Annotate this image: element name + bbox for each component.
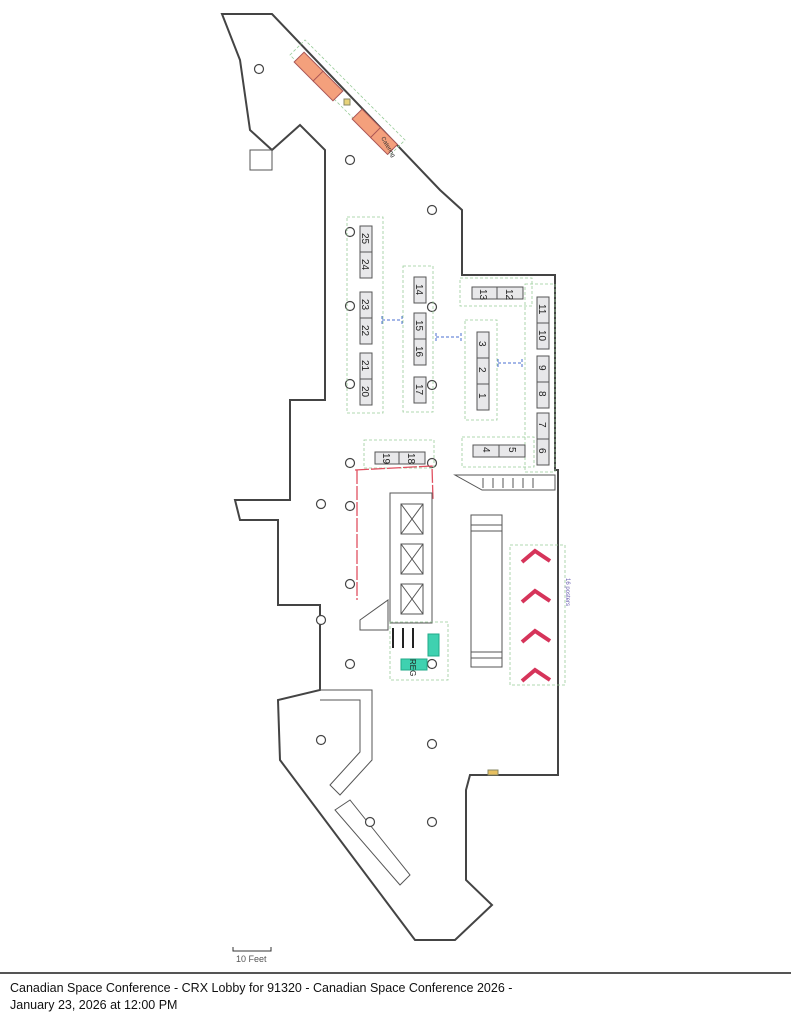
ramp (334, 799, 411, 886)
table-14: 14 (413, 276, 427, 304)
table-4: 4 (472, 444, 500, 458)
poster-boards (509, 544, 566, 686)
table-2: 2 (476, 357, 490, 385)
svg-text:12: 12 (503, 289, 514, 301)
door-marker (487, 769, 499, 776)
svg-text:7: 7 (536, 422, 547, 428)
center-display (470, 514, 503, 668)
table-6: 6 (536, 438, 550, 466)
posters-label: 16 posters (564, 578, 570, 606)
svg-text:21: 21 (359, 360, 370, 372)
table-8: 8 (536, 381, 550, 409)
elevator-core (359, 492, 433, 648)
svg-text:20: 20 (359, 386, 370, 398)
svg-text:24: 24 (359, 259, 370, 271)
footer-line-1: Canadian Space Conference - CRX Lobby fo… (10, 981, 513, 995)
table-16: 16 (413, 338, 427, 366)
footer-line-2: January 23, 2026 at 12:00 PM (10, 998, 178, 1012)
table-5: 5 (498, 444, 526, 458)
table-12: 12 (496, 286, 524, 301)
table-24: 24 (359, 251, 373, 279)
svg-text:23: 23 (359, 299, 370, 311)
floor-plan: Catering 25 24 23 22 21 20 14 15 16 17 3… (220, 13, 570, 952)
table-11: 11 (536, 296, 550, 324)
table-23: 23 (359, 291, 373, 319)
scale-label: 10 Feet (236, 954, 267, 964)
stanchion-line (354, 465, 434, 600)
svg-text:2: 2 (476, 367, 487, 373)
svg-text:19: 19 (380, 453, 391, 465)
table-20: 20 (359, 378, 373, 406)
svg-text:13: 13 (477, 289, 488, 301)
table-10: 10 (536, 322, 550, 350)
dimension-markers (381, 316, 523, 367)
svg-text:9: 9 (536, 365, 547, 371)
svg-text:11: 11 (536, 304, 547, 315)
table-9: 9 (536, 355, 550, 383)
svg-text:5: 5 (506, 447, 517, 453)
footer-caption: Canadian Space Conference - CRX Lobby fo… (10, 980, 570, 1014)
svg-text:4: 4 (480, 447, 491, 453)
columns (253, 63, 438, 828)
table-zones (346, 216, 556, 473)
outer-wall (220, 13, 559, 941)
table-21: 21 (359, 352, 373, 380)
scale-bar (232, 947, 272, 952)
svg-text:22: 22 (359, 325, 370, 337)
stair-left (249, 149, 373, 796)
catering-area: Catering (289, 39, 406, 159)
table-7: 7 (536, 412, 550, 440)
svg-text:8: 8 (536, 391, 547, 397)
table-1: 1 (476, 383, 490, 411)
svg-text:17: 17 (413, 384, 424, 396)
table-17: 17 (413, 376, 427, 404)
table-22: 22 (359, 317, 373, 345)
exhibit-tables: 25 24 23 22 21 20 14 15 16 17 3 2 1 11 1… (359, 225, 550, 466)
svg-text:14: 14 (413, 284, 424, 296)
table-13: 13 (471, 286, 498, 301)
svg-text:25: 25 (359, 233, 370, 245)
table-19: 19 (374, 451, 400, 465)
svg-text:1: 1 (476, 393, 487, 399)
table-3: 3 (476, 331, 490, 359)
table-25: 25 (359, 225, 373, 253)
svg-text:18: 18 (405, 453, 416, 465)
registration-label: REG (408, 659, 417, 676)
inner-wall (453, 474, 556, 491)
table-18: 18 (398, 451, 426, 465)
svg-text:10: 10 (536, 330, 547, 342)
table-15: 15 (413, 312, 427, 340)
svg-text:6: 6 (536, 448, 547, 454)
svg-text:16: 16 (413, 346, 424, 358)
svg-text:15: 15 (413, 320, 424, 332)
svg-text:3: 3 (476, 341, 487, 347)
registration-area: REG (389, 621, 449, 681)
footer-divider (0, 972, 791, 974)
